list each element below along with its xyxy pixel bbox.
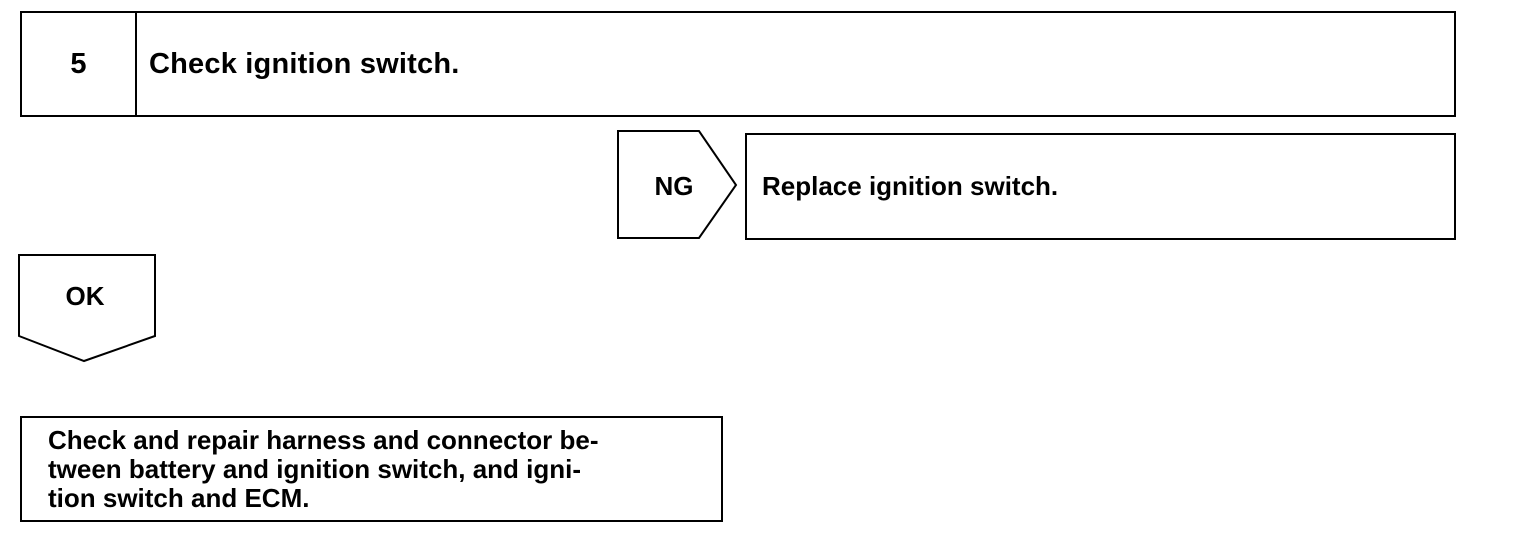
ng-action-text: Replace ignition switch. <box>762 171 1059 201</box>
step-box: 5 Check ignition switch. <box>20 11 1456 117</box>
final-action-line: tween battery and ignition switch, and i… <box>48 454 582 484</box>
step-title: Check ignition switch. <box>149 47 460 80</box>
ng-action-box: Replace ignition switch. <box>745 133 1456 240</box>
final-action-box: Check and repair harness and connector b… <box>20 416 723 522</box>
final-action-text: Check and repair harness and connector b… <box>48 426 708 513</box>
final-action-line: tion switch and ECM. <box>48 483 310 513</box>
ng-arrow <box>617 130 738 239</box>
ok-arrow <box>18 254 156 363</box>
ok-label: OK <box>65 280 105 311</box>
final-action-line: Check and repair harness and connector b… <box>48 425 599 455</box>
step-number: 5 <box>22 13 137 115</box>
ng-label: NG <box>654 170 694 201</box>
